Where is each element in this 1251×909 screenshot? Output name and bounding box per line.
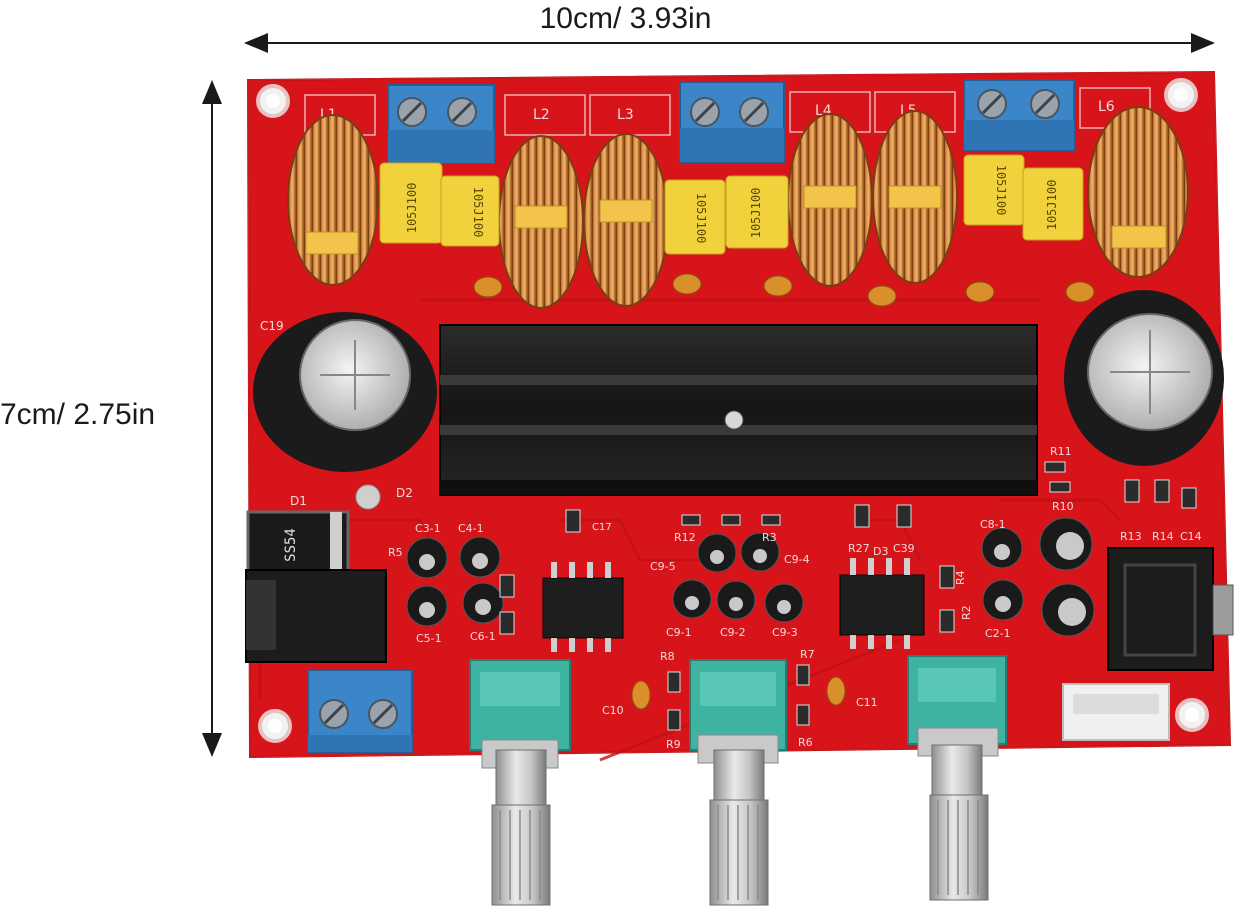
inductor-l1 [287, 114, 379, 286]
label-c9-2: C9-2 [720, 626, 746, 639]
width-dimension-label: 10cm/ 3.93in [539, 2, 712, 35]
label-c8-1: C8-1 [980, 518, 1006, 531]
inductor-l6 [1087, 106, 1189, 278]
svg-text:105J100: 105J100 [749, 188, 763, 239]
svg-text:105J100: 105J100 [471, 187, 485, 238]
label-r12: R12 [674, 531, 696, 544]
label-l6: L6 [1098, 99, 1115, 115]
white-connector [1062, 683, 1170, 741]
label-c3-1: C3-1 [415, 522, 441, 535]
potentiometer-3 [907, 655, 1007, 901]
height-dimension-label: 7cm/ 2.75in [0, 398, 156, 431]
label-c9-4: C9-4 [784, 553, 810, 566]
film-capacitor-6: 105J100 [1022, 167, 1084, 241]
ceramic-capacitor-c11 [826, 676, 846, 706]
label-c2-1: C2-1 [985, 627, 1011, 640]
electrolytic-capacitor-c19 [253, 312, 437, 472]
label-r10: R10 [1052, 500, 1074, 513]
headphone-jack [1107, 547, 1234, 671]
label-r7: R7 [800, 648, 815, 661]
smd-resistors [499, 461, 1197, 731]
label-r4: R4 [954, 570, 967, 585]
label-r2: R2 [960, 605, 973, 620]
inductor-l2 [498, 135, 584, 309]
label-l2: L2 [533, 107, 550, 123]
label-c9-3: C9-3 [772, 626, 798, 639]
film-capacitor-1: 105J100 [379, 162, 443, 244]
opamp-chip-left [542, 562, 624, 652]
heatsink [439, 324, 1038, 496]
label-r3: R3 [762, 531, 777, 544]
label-c17: C17 [592, 522, 612, 533]
opamp-chip-right [839, 558, 925, 649]
label-r13: R13 [1120, 530, 1142, 543]
label-c6-1: C6-1 [470, 630, 496, 643]
label-c10: C10 [602, 704, 624, 717]
label-c19: C19 [260, 319, 284, 333]
inductor-l4 [787, 113, 873, 287]
label-r9: R9 [666, 738, 681, 751]
label-d1: D1 [290, 494, 307, 508]
svg-text:105J100: 105J100 [994, 165, 1008, 216]
label-l3: L3 [617, 107, 634, 123]
label-c9-5: C9-5 [650, 560, 676, 573]
led-d2 [355, 484, 381, 510]
film-capacitor-2: 105J100 [440, 175, 500, 247]
dc-power-jack [245, 569, 387, 663]
potentiometer-2 [689, 659, 787, 906]
label-c4-1: C4-1 [458, 522, 484, 535]
svg-text:105J100: 105J100 [1045, 180, 1059, 231]
label-r5: R5 [388, 546, 403, 559]
screw-terminal-top-left [387, 84, 495, 164]
svg-text:105J100: 105J100 [405, 183, 419, 234]
label-c9-1: C9-1 [666, 626, 692, 639]
film-capacitor-4: 105J100 [725, 175, 789, 249]
ceramic-capacitor-c10 [631, 680, 651, 710]
small-electrolytic-caps [406, 517, 1095, 637]
label-r8: R8 [660, 650, 675, 663]
mounting-holes [256, 78, 1209, 743]
label-d2: D2 [396, 486, 413, 500]
ceramic-capacitors-row [473, 273, 1095, 307]
diode-d1: SS54 [246, 510, 350, 576]
label-c11: C11 [856, 696, 878, 709]
screw-terminal-top-middle [679, 81, 785, 163]
screw-terminal-top-right [963, 79, 1075, 151]
svg-text:105J100: 105J100 [694, 193, 708, 244]
label-r11: R11 [1050, 445, 1072, 458]
label-r6: R6 [798, 736, 813, 749]
label-r27: R27 [848, 542, 870, 555]
inductor-l3 [583, 133, 669, 307]
potentiometer-1 [469, 659, 571, 906]
label-c5-1: C5-1 [416, 632, 442, 645]
inductor-l5 [872, 110, 958, 284]
screw-terminal-bottom-left [307, 669, 413, 753]
label-c14: C14 [1180, 530, 1202, 543]
label-c39: C39 [893, 542, 915, 555]
film-capacitor-3: 105J100 [664, 179, 726, 255]
label-d3: D3 [873, 545, 888, 558]
electrolytic-capacitor-right [1064, 290, 1224, 466]
label-r14: R14 [1152, 530, 1174, 543]
svg-text:SS54: SS54 [283, 528, 299, 562]
film-capacitor-5: 105J100 [963, 154, 1025, 226]
